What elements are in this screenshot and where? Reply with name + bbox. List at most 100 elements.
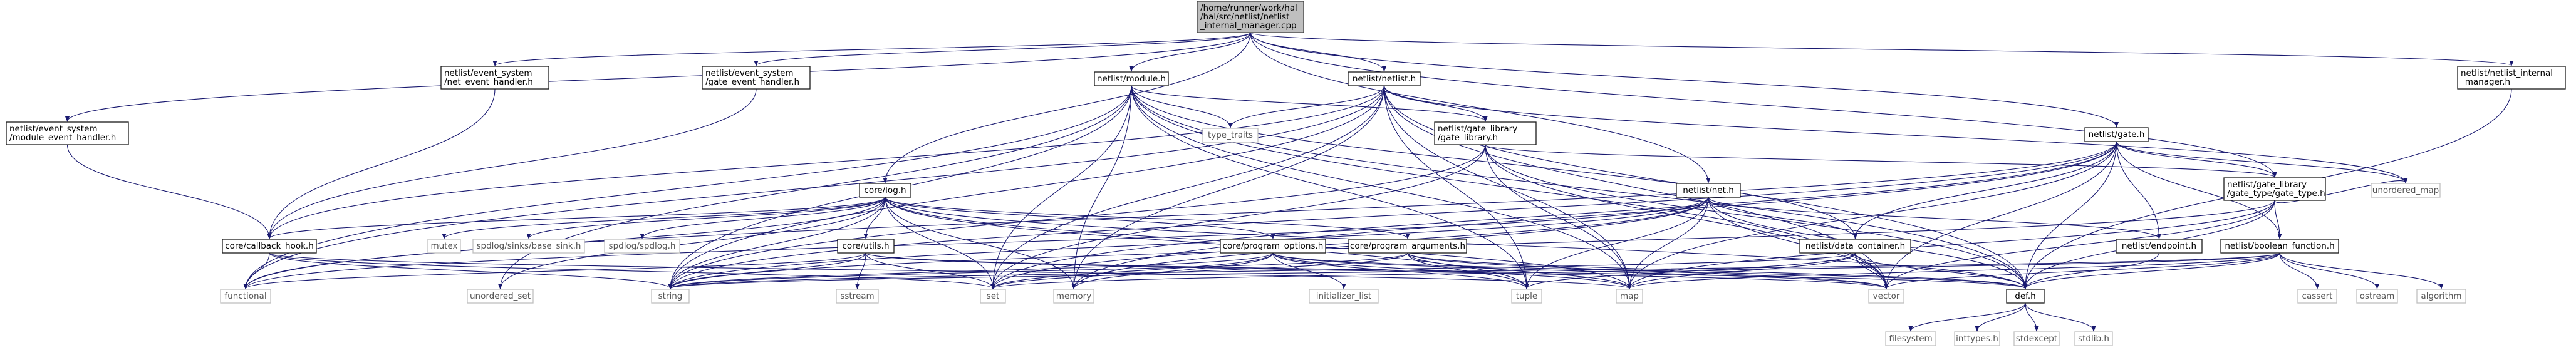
edge-log-h-to-mutex (442, 197, 886, 239)
edge-log-h-to-callback-hook (267, 197, 886, 239)
node-label: sstream (840, 291, 874, 301)
node-root[interactable]: /home/runner/work/hal/hal/src/netlist/ne… (1197, 1, 1304, 33)
node-gate-type-h[interactable]: netlist/gate_library/gate_type/gate_type… (2223, 177, 2326, 201)
node-def-h[interactable]: def.h (2006, 289, 2045, 304)
node-net-h[interactable]: netlist/net.h (1676, 183, 1741, 198)
edge-module-h-to-memory (1071, 85, 1132, 289)
node-stdexcept: stdexcept (2013, 331, 2060, 346)
node-label: netlist/event_system (705, 68, 794, 78)
node-label: /gate_library.h (1438, 133, 1498, 143)
node-module-h[interactable]: netlist/module.h (1094, 71, 1169, 86)
edge-data-container-to-string (668, 252, 1856, 289)
node-log-h[interactable]: core/log.h (859, 183, 911, 198)
node-netlist-h[interactable]: netlist/netlist.h (1348, 71, 1421, 86)
edge-program-options-to-string (668, 252, 1274, 289)
edge-gate-event-handler-to-callback-hook (267, 88, 757, 239)
node-filesystem: filesystem (1885, 331, 1936, 346)
edge-log-h-to-utils-h (863, 197, 886, 239)
edge-netlist-h-to-memory (1071, 85, 1385, 289)
node-label: core/program_options.h (1223, 241, 1324, 251)
edge-data-container-to-tuple (1524, 252, 1856, 289)
node-label: string (658, 291, 683, 301)
node-label: type_traits (1208, 130, 1253, 140)
edge-utils-h-to-functional (243, 252, 866, 289)
node-label: stdexcept (2016, 334, 2057, 344)
node-label: inttypes.h (1956, 334, 1998, 344)
node-callback-hook[interactable]: core/callback_hook.h (222, 239, 317, 254)
node-label: netlist/gate_library (1438, 124, 1517, 134)
node-label: filesystem (1889, 334, 1932, 344)
edge-data-container-to-map (1627, 252, 1856, 289)
node-module-event-handler[interactable]: netlist/event_system/module_event_handle… (6, 121, 129, 145)
edge-root-to-gate-type-h (1250, 32, 2277, 178)
node-functional: functional (220, 289, 271, 304)
edge-root-to-module-event-handler (65, 32, 1251, 122)
edge-program-arguments-to-map (1407, 252, 1632, 289)
node-net-event-handler[interactable]: netlist/event_system/net_event_handler.h (440, 66, 549, 90)
node-sstream: sstream (836, 289, 879, 304)
node-map: map (1616, 289, 1643, 304)
edge-data-container-to-def-h (1854, 252, 2028, 289)
edge-log-h-to-spdlog (640, 197, 886, 239)
node-label: netlist/netlist_internal (2461, 68, 2553, 78)
edge-gate-library-h-to-set (990, 144, 1486, 289)
node-boolean-function[interactable]: netlist/boolean_function.h (2220, 239, 2339, 254)
node-label: netlist/boolean_function.h (2225, 241, 2334, 251)
node-ostream: ostream (2356, 289, 2398, 304)
edge-def-h-to-stdexcept (2025, 302, 2039, 332)
edge-netlist-h-to-tuple (1383, 85, 1529, 289)
edge-boolean-function-to-algorithm (2279, 252, 2444, 289)
nodes-layer: /home/runner/work/hal/hal/src/netlist/ne… (6, 1, 2566, 346)
edge-gate-h-to-memory (1071, 141, 2117, 289)
node-unordered-map: unordered_map (2371, 183, 2441, 198)
edge-module-h-to-def-h (1131, 85, 2028, 289)
edge-program-arguments-to-def-h (1407, 252, 2028, 289)
edge-log-h-to-program-arguments (885, 197, 1410, 239)
node-endpoint-h[interactable]: netlist/endpoint.h (2116, 239, 2203, 254)
edge-gate-h-to-endpoint-h (2116, 141, 2162, 239)
edge-net-h-to-map (1627, 197, 1709, 289)
node-label: initializer_list (1316, 291, 1371, 301)
edge-utils-h-to-string (668, 252, 866, 289)
node-label: netlist/netlist.h (1353, 74, 1416, 84)
node-label: netlist/event_system (444, 68, 532, 78)
edge-netlist-h-to-string (668, 85, 1385, 289)
node-label: /home/runner/work/hal (1200, 3, 1297, 13)
edge-gate-library-h-to-vector (1485, 144, 1889, 289)
node-base-sink: spdlog/sinks/base_sink.h (472, 239, 585, 254)
node-label: netlist/gate_library (2227, 180, 2307, 190)
node-label: ostream (2360, 291, 2395, 301)
node-data-container[interactable]: netlist/data_container.h (1799, 239, 1911, 254)
edge-module-event-handler-to-callback-hook (66, 144, 272, 239)
node-program-arguments[interactable]: core/program_arguments.h (1348, 239, 1467, 254)
edge-program-options-to-memory (1071, 252, 1274, 289)
edge-root-to-log-h (883, 32, 1251, 183)
node-internal-manager-h[interactable]: netlist/netlist_internal_manager.h (2457, 66, 2566, 90)
edge-utils-h-to-sstream (854, 252, 866, 289)
edge-root-to-netlist-h (1250, 32, 1387, 72)
edge-log-h-to-base-sink (526, 197, 886, 239)
node-program-options[interactable]: core/program_options.h (1220, 239, 1326, 254)
node-label: /module_event_handler.h (9, 133, 116, 143)
node-label: /hal/src/netlist/netlist (1200, 12, 1289, 22)
edge-def-h-to-stdlib (2025, 302, 2096, 332)
node-gate-event-handler[interactable]: netlist/event_system/gate_event_handler.… (702, 66, 811, 90)
node-initializer-list: initializer_list (1309, 289, 1379, 304)
edge-net-h-to-vector (1708, 197, 1889, 289)
node-label: def.h (2015, 291, 2036, 301)
node-label: netlist/event_system (9, 124, 98, 134)
edge-boolean-function-to-cassert (2279, 252, 2320, 289)
edge-netlist-h-to-vector (1383, 85, 1889, 289)
node-gate-h[interactable]: netlist/gate.h (2084, 127, 2149, 142)
node-algorithm: algorithm (2416, 289, 2466, 304)
edge-log-h-to-program-options (885, 197, 1275, 239)
node-label: _manager.h (2460, 77, 2510, 87)
node-label: memory (1056, 291, 1091, 301)
node-vector: vector (1868, 289, 1904, 304)
node-unordered-set: unordered_set (467, 289, 534, 304)
node-utils-h[interactable]: core/utils.h (837, 239, 895, 254)
edge-gate-type-h-to-vector (1884, 200, 2275, 289)
node-gate-library-h[interactable]: netlist/gate_library/gate_library.h (1434, 121, 1537, 145)
edge-net-event-handler-to-callback-hook (267, 88, 496, 239)
